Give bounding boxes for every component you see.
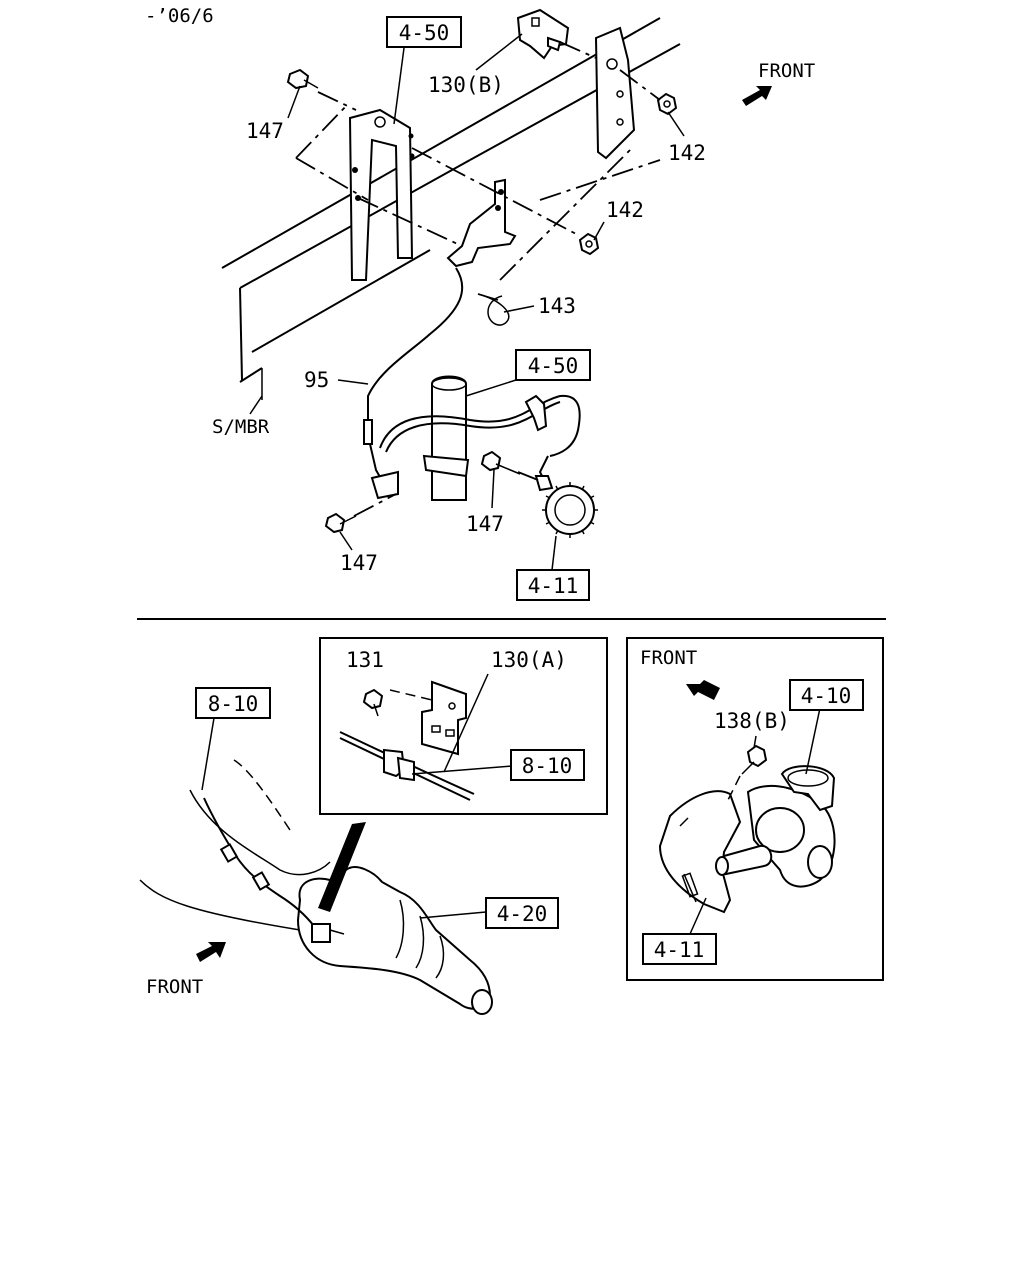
ref-box-4-11-top[interactable]: 4-11: [516, 569, 590, 601]
ref-box-4-50-top[interactable]: 4-50: [386, 16, 462, 48]
strut-and-hose: [370, 375, 581, 501]
part-131: 131: [346, 648, 384, 672]
front-label-inset: FRONT: [640, 647, 697, 669]
front-arrow-top: [742, 86, 772, 106]
part-130b: 130(B): [428, 73, 504, 97]
part-147-low: 147: [340, 551, 378, 575]
part-138b: 138(B): [714, 709, 790, 733]
ref-box-4-11-right[interactable]: 4-11: [642, 933, 717, 965]
front-arrow-bottom-left: [196, 942, 226, 962]
ref-box-4-10[interactable]: 4-10: [789, 679, 864, 711]
sensor-bracket-left: [348, 108, 415, 281]
part-142-lower: 142: [606, 198, 644, 222]
wire-clip-143: [477, 293, 510, 326]
bracket-130b: [516, 8, 570, 60]
bolt-147-mid: [480, 450, 521, 475]
svg-text:4-10: 4-10: [801, 684, 852, 708]
ref-box-4-50-mid[interactable]: 4-50: [515, 349, 591, 381]
front-label-bottom-left: FRONT: [146, 976, 203, 998]
front-label-top-right: FRONT: [758, 60, 815, 82]
leader-lines-lower: [201, 717, 487, 919]
part-142-upper: 142: [668, 141, 706, 165]
frame-side-member: [221, 17, 681, 400]
ref-box-8-10-left[interactable]: 8-10: [195, 687, 271, 719]
abs-harness-lower: [203, 797, 345, 943]
sensor-pointer-wedge: [318, 822, 366, 912]
ref-box-4-20[interactable]: 4-20: [485, 897, 559, 929]
date-code: -’06/6: [145, 5, 214, 27]
axle-housing: [139, 759, 493, 1015]
frame-bracket-right: [594, 26, 636, 160]
front-arrow-inset: [686, 680, 720, 700]
part-95: 95: [304, 368, 329, 392]
bolt-147-low: [324, 512, 357, 534]
svg-text:4-50: 4-50: [399, 21, 450, 45]
leader-lines-top: [249, 33, 685, 571]
part-147-mid: 147: [466, 512, 504, 536]
svg-text:4-11: 4-11: [528, 574, 579, 598]
bolt-147-top: [286, 68, 319, 90]
part-147-top: 147: [246, 119, 284, 143]
ref-box-8-10-inset[interactable]: 8-10: [510, 749, 585, 781]
part-130a: 130(A): [491, 648, 567, 672]
sensor-ring-gear: [542, 482, 598, 538]
svg-text:8-10: 8-10: [208, 692, 259, 716]
svg-text:4-20: 4-20: [497, 902, 548, 926]
svg-text:8-10: 8-10: [522, 754, 573, 778]
clip-bracket: [446, 178, 517, 268]
frame-label-smbr: S/MBR: [212, 416, 270, 438]
svg-text:4-11: 4-11: [654, 938, 705, 962]
inset-connector-bracket: [319, 637, 608, 815]
svg-text:4-50: 4-50: [528, 354, 579, 378]
nut-142-lower: [578, 232, 600, 256]
part-143: 143: [538, 294, 576, 318]
nut-142-upper: [656, 92, 678, 116]
inset-steering-knuckle: [626, 637, 884, 981]
dash-dot-assembly-lines: [295, 41, 661, 517]
